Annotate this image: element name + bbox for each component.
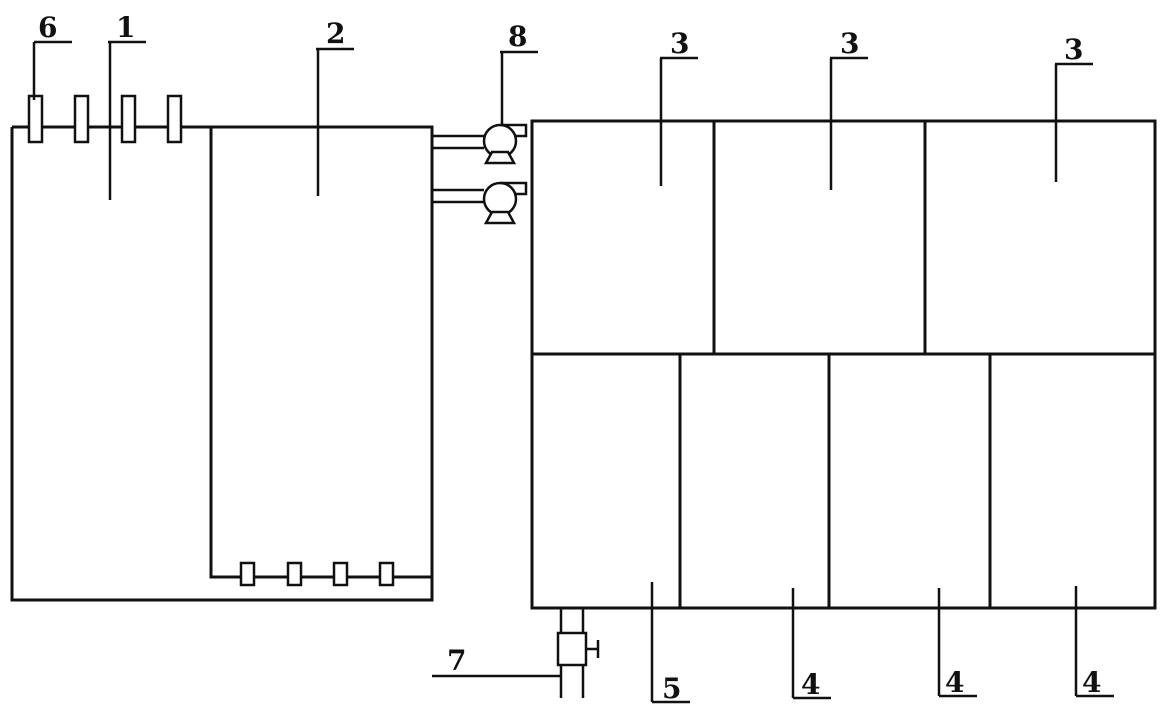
tank-1	[10, 125, 434, 602]
label-3-left: 3	[670, 27, 689, 60]
leader-lines	[32, 40, 1114, 704]
label-8: 8	[508, 20, 527, 53]
tank-2	[209, 127, 432, 579]
pump-lower	[482, 181, 528, 225]
pump-upper	[482, 123, 528, 165]
label-4-right: 4	[1082, 666, 1101, 699]
diffuser-4	[378, 561, 395, 587]
label-5: 5	[662, 672, 681, 705]
label-6: 6	[38, 11, 57, 44]
label-3-middle: 3	[840, 27, 859, 60]
right-tank	[530, 119, 1157, 610]
top-electrodes	[27, 94, 183, 144]
connecting-pipes	[432, 134, 484, 204]
electrode-3	[120, 94, 137, 144]
valve	[556, 631, 588, 667]
electrode-2	[73, 94, 90, 144]
electrode-1	[27, 94, 44, 144]
label-4-middle: 4	[945, 666, 964, 699]
label-3-right: 3	[1064, 33, 1083, 66]
diffuser-1	[239, 561, 256, 587]
label-4-left: 4	[801, 668, 820, 701]
label-1: 1	[116, 11, 135, 44]
label-7: 7	[447, 644, 466, 677]
label-2: 2	[326, 17, 345, 50]
discharge-pipe	[556, 608, 600, 698]
diffuser-2	[286, 561, 303, 587]
diffuser-3	[332, 561, 349, 587]
bottom-diffusers	[239, 561, 395, 587]
electrode-4	[166, 94, 183, 144]
